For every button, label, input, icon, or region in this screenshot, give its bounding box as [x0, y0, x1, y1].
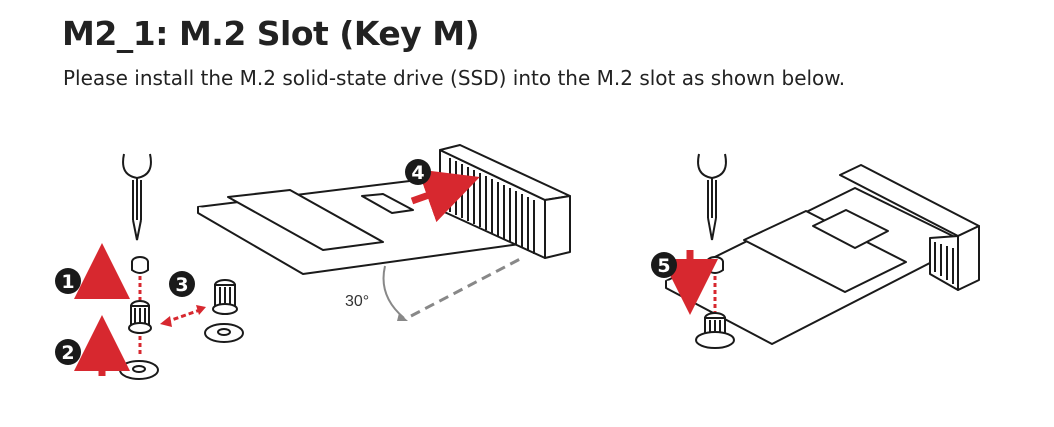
screwdriver-icon — [697, 153, 727, 241]
screw-hole-icon — [119, 360, 159, 380]
intro-text: Please install the M.2 solid-state drive… — [63, 66, 846, 90]
screw-icon — [131, 256, 149, 274]
m2-slot-icon — [839, 164, 980, 291]
angle-label: 30° — [345, 293, 369, 310]
step-badge-5: 5 — [651, 252, 677, 278]
screw-icon — [706, 256, 724, 274]
step-badge-2: 2 — [55, 339, 81, 365]
standoff-icon — [695, 312, 735, 349]
step-badge-1: 1 — [55, 268, 81, 294]
step-badge-4: 4 — [405, 159, 431, 185]
move-arrow — [165, 308, 201, 324]
standoff-icon — [128, 300, 152, 334]
step-number: 3 — [175, 274, 188, 296]
step-number: 5 — [657, 255, 670, 277]
step-badge-3: 3 — [169, 271, 195, 297]
angle-arc — [382, 265, 405, 319]
angle-guide — [410, 256, 523, 318]
insert-arrow — [410, 169, 480, 223]
step-number: 1 — [61, 271, 74, 293]
step-number: 2 — [61, 342, 74, 364]
screw-hole-icon — [204, 323, 244, 343]
standoff-icon — [212, 279, 238, 315]
screwdriver-icon — [122, 153, 152, 241]
page-title: M2_1: M.2 Slot (Key M) — [62, 14, 480, 53]
step-number: 4 — [411, 162, 424, 184]
